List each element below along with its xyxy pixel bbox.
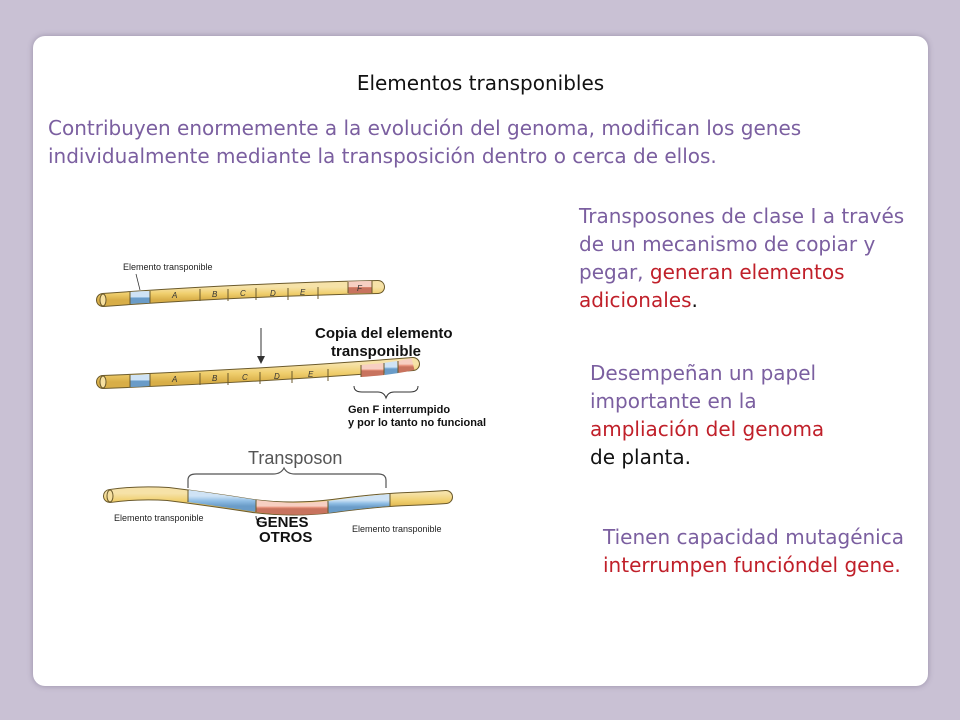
segment-label-c-2: C	[242, 373, 248, 382]
label-elemento-right: Elemento transponible	[352, 524, 442, 534]
segment-label-a: A	[171, 291, 177, 300]
label-otros: OTROS	[259, 529, 312, 546]
down-arrow-icon	[257, 328, 265, 364]
text-block-class-i-transposons: Transposones de clase I a través de un m…	[579, 202, 924, 314]
gene-f-bracket	[353, 385, 419, 400]
slide: Elementos transponibles Contribuyen enor…	[33, 36, 928, 686]
intro-paragraph: Contribuyen enormemente a la evolución d…	[48, 116, 802, 168]
segment-label-a-2: A	[171, 375, 177, 384]
segment-label-e: E	[300, 288, 306, 297]
text-block-genome-expansion: Desempeñan un papel importante en la amp…	[590, 359, 845, 471]
block3-end: el gene.	[820, 553, 901, 577]
segment-label-b-2: B	[212, 374, 218, 383]
label-genes: GENES	[256, 514, 309, 531]
slide-title: Elementos transponibles	[356, 71, 605, 95]
chromosome-transposon	[103, 486, 453, 516]
label-gen-f-line1: Gen F interrumpido	[348, 404, 450, 416]
label-gen-f-line2: y por lo tanto no funcional	[348, 417, 486, 429]
block1-highlight: generan elementos adicionales	[579, 260, 845, 312]
block2-text: Desempeñan un papel importante en la	[590, 361, 817, 413]
label-transposon: Transposon	[248, 448, 342, 468]
segment-label-f: F	[357, 284, 363, 293]
segment-label-e-2: E	[308, 370, 314, 379]
text-block-mutagenic: Tienen capacidad mutagénica interrumpen …	[603, 523, 923, 579]
chromosome-original: A B C D E F	[96, 280, 385, 307]
transposon-diagram: A B C D E F Elemento transponible Copia …	[96, 262, 486, 546]
segment-label-b: B	[212, 290, 218, 299]
label-copia-line1: Copia del elemento	[315, 325, 453, 342]
block1-text: Transposones de clase I a través de un m…	[579, 204, 905, 284]
label-elemento-top: Elemento transponible	[123, 262, 213, 272]
block2-end: de planta.	[590, 445, 691, 469]
segment-label-d: D	[270, 289, 276, 298]
block1-end: .	[691, 288, 698, 312]
block3-text: Tienen capacidad mutagénica	[603, 525, 904, 549]
otros-bracket	[255, 515, 263, 523]
segment-label-d-2: D	[274, 372, 280, 381]
segment-label-c: C	[240, 289, 246, 298]
label-pointer	[135, 273, 141, 291]
block3-highlight: interrumpen funciónd	[603, 553, 821, 577]
transposon-bracket	[187, 466, 387, 488]
block2-highlight: ampliación del genoma	[590, 417, 825, 441]
label-elemento-left: Elemento transponible	[114, 513, 204, 523]
chromosome-with-copy: A B C D E	[96, 357, 420, 389]
label-copia-line2: transponible	[331, 343, 421, 360]
